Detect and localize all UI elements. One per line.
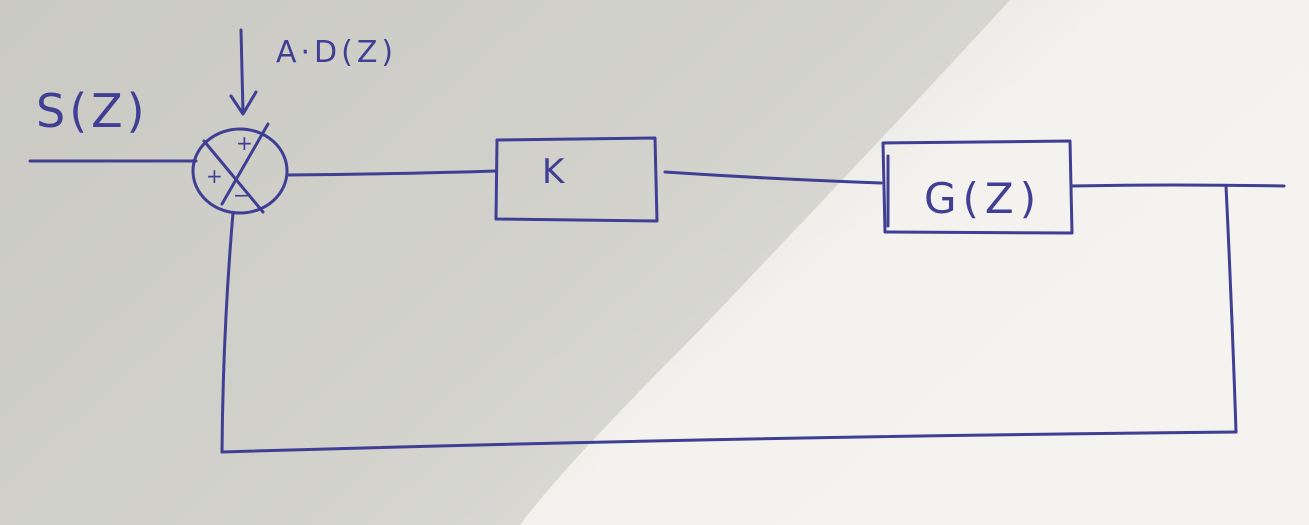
output-signal-line [1069,183,1286,188]
junction-sign-left: + [206,164,223,188]
summing-junction-cross-a [202,139,265,214]
controller-label: K [542,152,565,192]
disturbance-arrow-shaft [239,28,245,114]
junction-sign-top: + [236,131,253,155]
controller-to-plant-line [663,170,883,185]
input-label: S(Z) [36,84,149,138]
junction-to-controller-line [285,169,498,177]
disturbance-label: A·D(Z) [276,35,398,70]
controller-block [494,136,659,223]
feedback-right-segment [1224,184,1238,434]
feedback-bottom-segment [220,430,1238,454]
junction-sign-bottom: − [233,183,250,207]
plant-block [881,139,1074,235]
disturbance-arrow-head [229,90,258,116]
feedback-left-segment [220,211,235,454]
plant-label: G(Z) [924,174,1043,223]
summing-junction-cross-b [220,122,270,206]
summing-junction [191,127,289,215]
